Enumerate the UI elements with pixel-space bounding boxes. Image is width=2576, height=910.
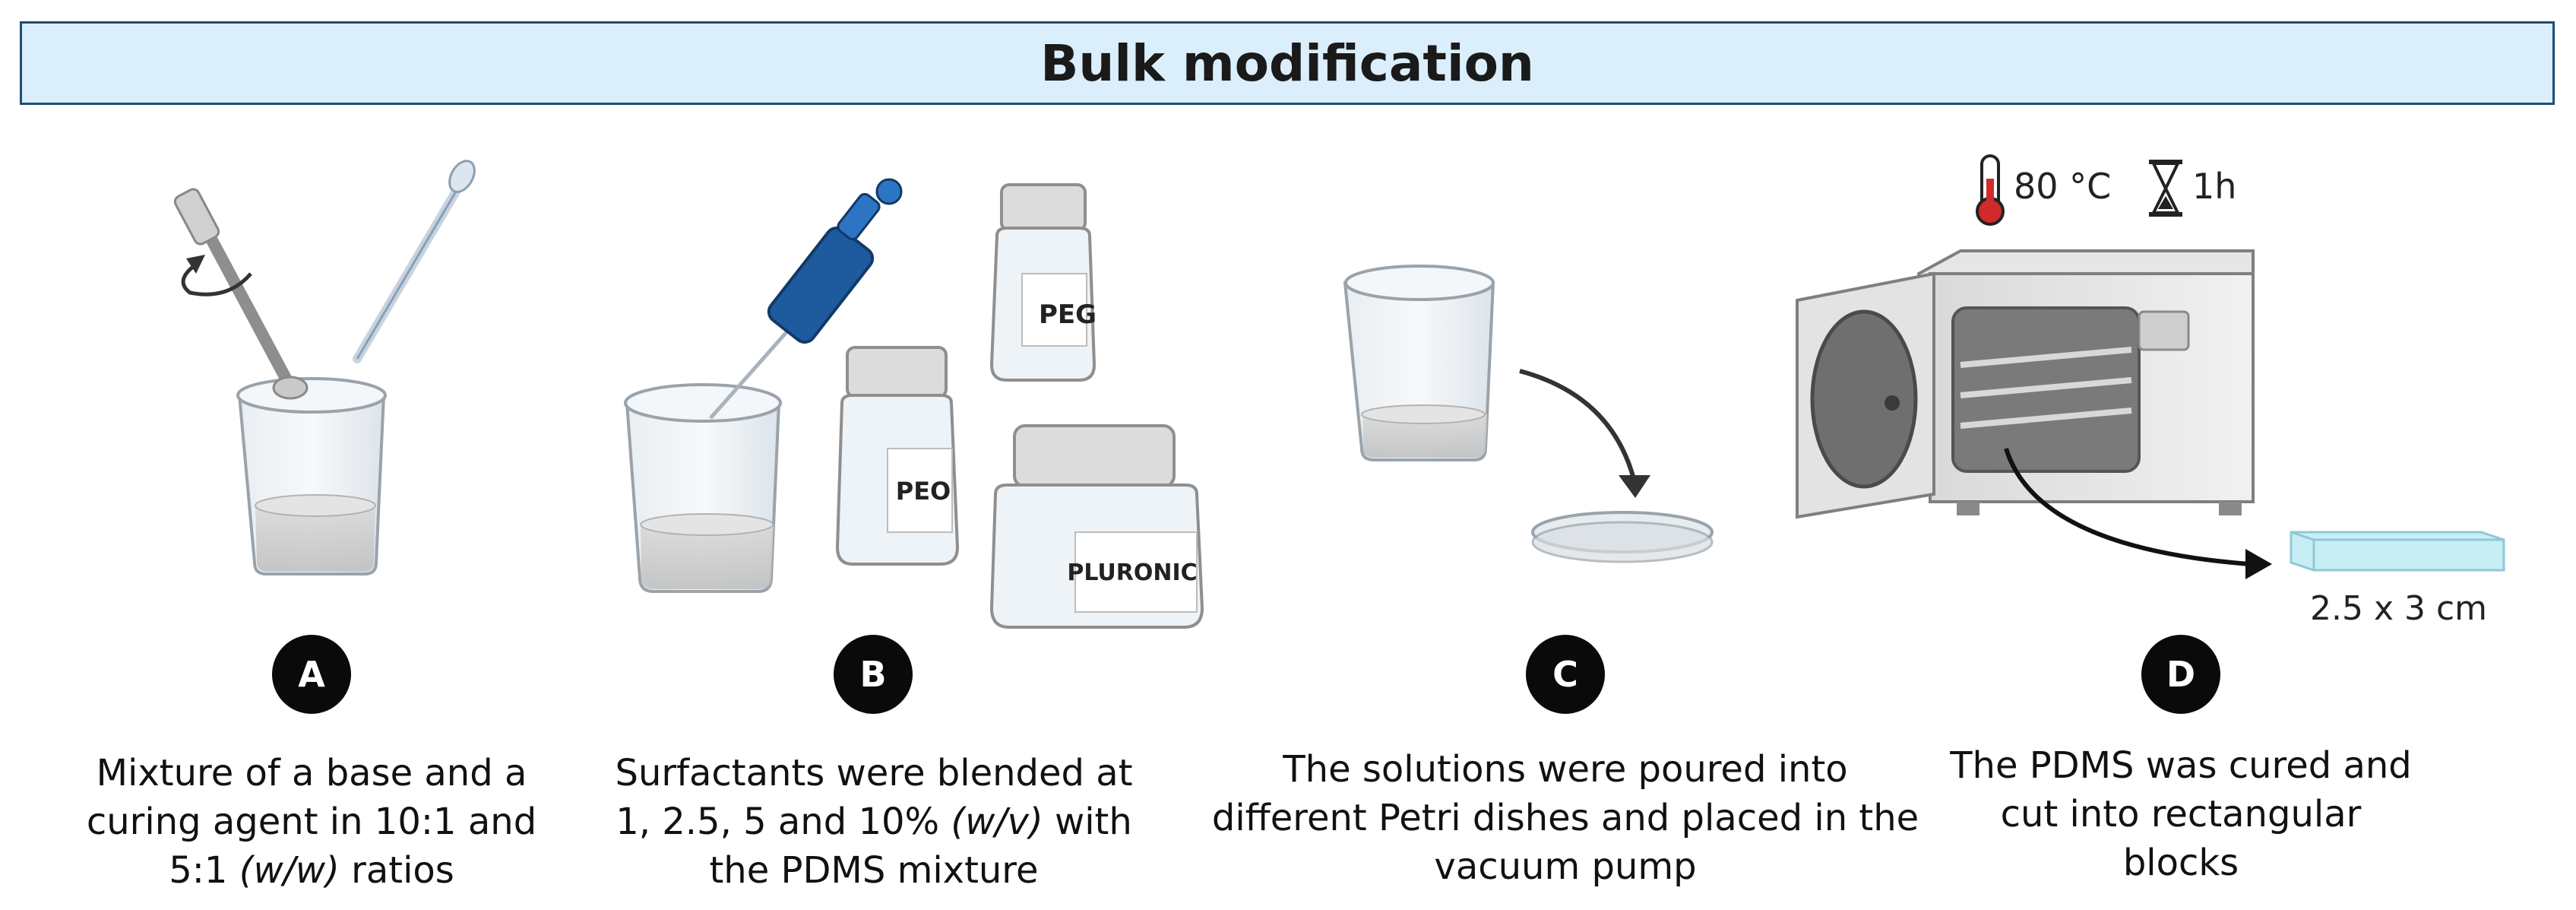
step-badge-a: A — [272, 635, 351, 714]
thermometer-icon — [1976, 154, 2005, 226]
pluronic-label: PLURONIC — [1067, 560, 1197, 586]
temperature-value: 80 °C — [2014, 166, 2112, 207]
step-badge-c: C — [1526, 635, 1605, 714]
block-dimensions: 2.5 x 3 cm — [2310, 589, 2488, 628]
section-title: Bulk modification — [1040, 33, 1534, 93]
petri-dish-icon — [1531, 511, 1714, 563]
step-badge-b: B — [834, 635, 913, 714]
peg-bottle-icon: PEG — [989, 183, 1097, 382]
hourglass-icon — [2149, 160, 2182, 217]
step-caption-c: The solutions were poured into different… — [1211, 748, 1919, 888]
micropipette-icon — [709, 178, 903, 420]
spatula-icon — [173, 188, 309, 400]
peg-label: PEG — [1039, 300, 1097, 330]
step-badge-d: D — [2141, 635, 2220, 714]
beaker-a-icon — [236, 377, 387, 575]
step-caption-b: Surfactants were blended at 1, 2.5, 5 an… — [615, 752, 1133, 892]
stir-arrow-icon — [181, 255, 252, 296]
pluronic-bottle-icon: PLURONIC — [989, 424, 1204, 629]
time-value: 1h — [2192, 166, 2237, 207]
beaker-b-icon — [624, 383, 782, 593]
pour-arrow-icon — [1519, 369, 1650, 498]
beaker-c-icon — [1343, 265, 1495, 461]
peo-label: PEO — [896, 477, 951, 506]
section-header: Bulk modification — [20, 21, 2555, 105]
step-caption-a: Mixture of a base and a curing agent in … — [86, 752, 537, 892]
pdms-block-icon — [2290, 531, 2505, 572]
step-caption-d: The PDMS was cured and cut into rectangu… — [1950, 744, 2412, 884]
peo-bottle-icon: PEO — [835, 346, 960, 566]
transfer-arrow-icon — [2004, 448, 2272, 579]
pipette-icon — [353, 160, 476, 363]
oven-icon — [1796, 249, 2255, 519]
